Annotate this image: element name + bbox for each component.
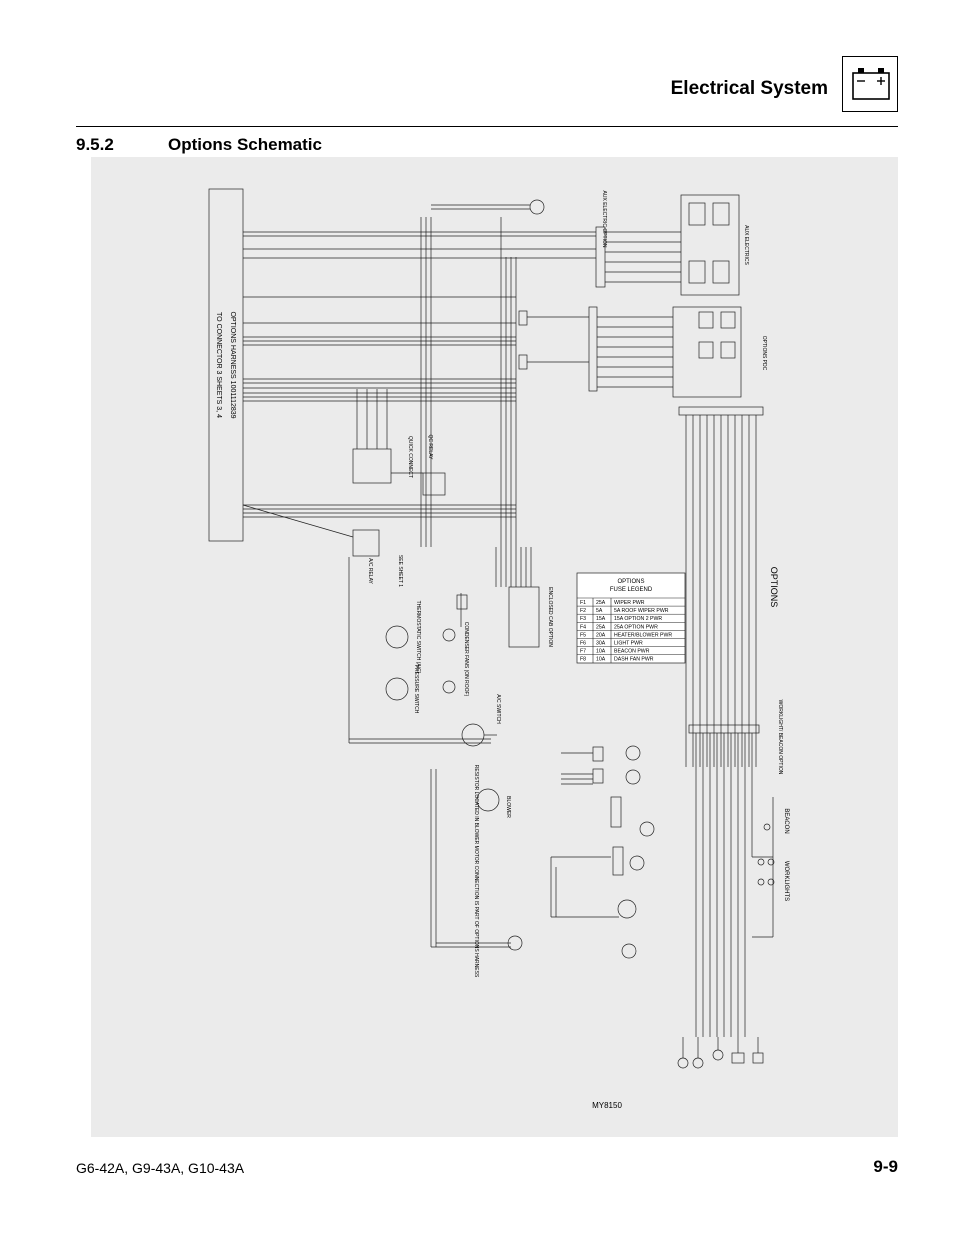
fuse-legend-desc: BEACON PWR [614, 649, 650, 655]
fuse-legend-desc: WIPER PWR [614, 600, 645, 606]
quick-connect-label: QUICK CONNECT [407, 436, 413, 478]
harness-label: OPTIONS HARNESS 1001112839 [229, 311, 236, 418]
section-number: 9.5.2 [76, 135, 114, 154]
chapter-title: Electrical System [670, 78, 828, 99]
thermostatic-switch-label: THERMOSTATIC SWITCH (A/C) [415, 601, 421, 674]
fuse-legend-fuse: F5 [580, 632, 586, 638]
fuse-legend-fuse: F4 [580, 624, 586, 630]
fuse-legend-fuse: F6 [580, 641, 586, 647]
worklight-option-label: WORKLIGHT/ BEACON OPTION [777, 700, 783, 775]
connector-label: TO CONNECTOR 3 SHEETS 3, 4 [215, 312, 222, 418]
fuse-legend-amps: 10A [596, 657, 606, 663]
fuse-legend-fuse: F7 [580, 649, 586, 655]
drawing-number: MY8150 [592, 1101, 622, 1110]
see-sheet-label: SEE SHEET 1 [397, 555, 403, 587]
fuse-legend-amps: 25A [596, 624, 606, 630]
enclosed-cab-label: ENCLOSED CAB OPTION [547, 587, 553, 647]
options-label: OPTIONS [769, 567, 779, 608]
qc-relay-label: QC RELAY [427, 435, 433, 461]
section-title: Options Schematic [168, 135, 322, 154]
ac-switch-label: A/C SWITCH [495, 694, 501, 724]
fuse-legend-amps: 10A [596, 649, 606, 655]
header-divider [76, 126, 898, 127]
fuse-legend-fuse: F3 [580, 616, 586, 622]
options-pdc-label: OPTIONS PDC [761, 336, 767, 371]
condenser-label: CONDENSER FANS (ON ROOF) [463, 622, 469, 697]
fuse-legend-desc: 25A OPTION PWR [614, 624, 658, 630]
resistor-note: RESISTOR LOCATED IN BLOWER MOTOR CONNECT… [473, 765, 479, 978]
fuse-legend-fuse: F8 [580, 657, 586, 663]
ac-relay-label: A/C RELAY [367, 558, 373, 584]
fuse-legend-title-line1: OPTIONS [617, 579, 644, 585]
harness-connector [208, 188, 244, 542]
fuse-legend-desc: 15A OPTION 2 PWR [614, 616, 662, 622]
beacon-label: BEACON [783, 808, 789, 833]
fuse-legend-fuse: F2 [580, 608, 586, 614]
options-schematic-diagram: OPTIONS FUSE LEGEND F1 25A WIPER PWR F2 5A 5A… [91, 157, 898, 1137]
blower-label: BLOWER [505, 796, 511, 818]
footer-model-list: G6-42A, G9-43A, G10-43A [76, 1160, 245, 1176]
fuse-legend-desc: LIGHT PWR [614, 641, 643, 647]
fuse-legend-desc: HEATER/BLOWER PWR [614, 632, 672, 638]
fuse-legend-title-line2: FUSE LEGEND [610, 587, 653, 593]
page-number: 9-9 [873, 1157, 898, 1176]
fuse-legend: OPTIONS FUSE LEGEND F1 25A WIPER PWR F2 5A 5A… [576, 572, 686, 664]
fuse-legend-amps: 20A [596, 632, 606, 638]
fuse-legend-amps: 15A [596, 616, 606, 622]
fuse-legend-fuse: F1 [580, 600, 586, 606]
fuse-legend-desc: DASH FAN PWR [614, 657, 654, 663]
aux-electrics-label: AUX ELECTRICS [743, 225, 749, 265]
pressure-switch-label: PRESSURE SWITCH [413, 665, 419, 714]
fuse-legend-amps: 5A [596, 608, 603, 614]
schematic-drawing: OPTIONS FUSE LEGEND F1 25A WIPER PWR F2 5A 5A… [208, 188, 789, 1110]
aux-electric-option-label: AUX ELECTRIC OPTION [601, 191, 607, 248]
fuse-legend-amps: 30A [596, 641, 606, 647]
worklights-label: WORKLIGHTS [783, 861, 789, 901]
battery-icon [842, 56, 898, 112]
fuse-legend-amps: 25A [596, 600, 606, 606]
fuse-legend-desc: 5A ROOF WIPER PWR [614, 608, 669, 614]
